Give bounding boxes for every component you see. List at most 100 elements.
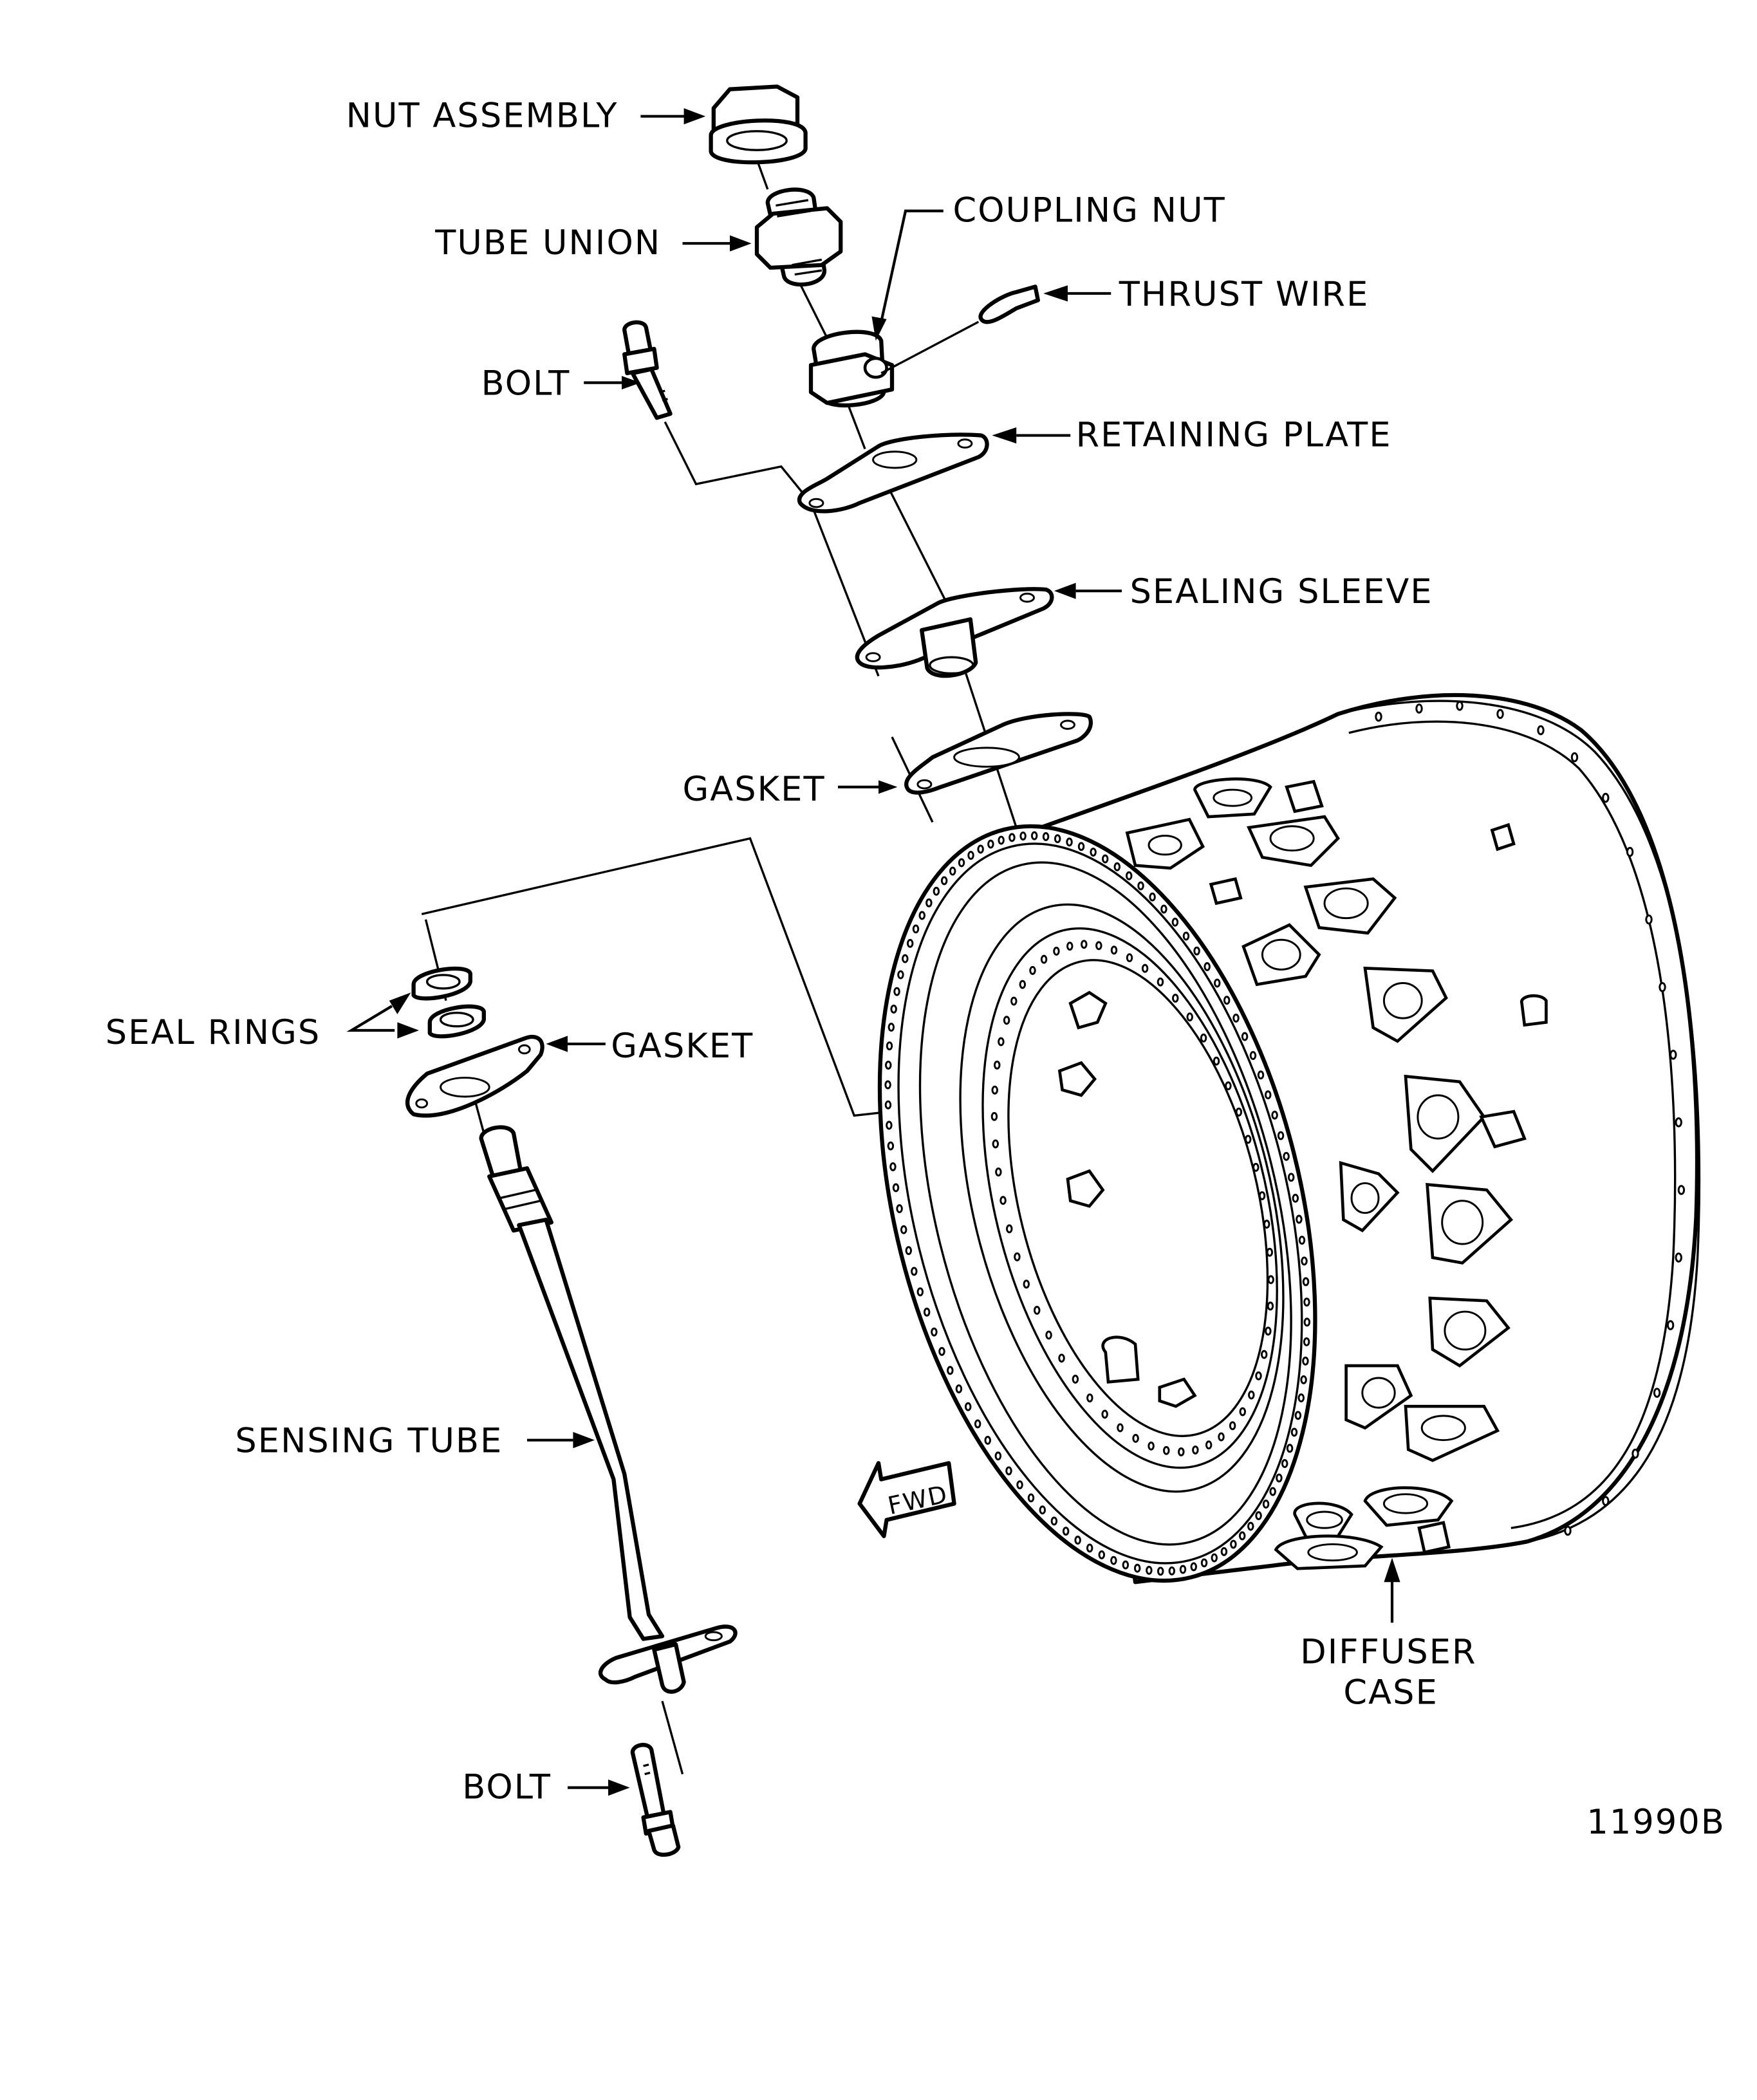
- sealing-sleeve-part[interactable]: [855, 587, 1054, 678]
- bolt-hole: [1054, 834, 1061, 844]
- bolt-hole: [1042, 832, 1050, 841]
- bolt-hole: [1229, 1421, 1236, 1431]
- bolt-hole: [1125, 871, 1133, 880]
- bolt-hole: [1276, 1473, 1283, 1483]
- nut-assembly-callout: NUT ASSEMBLY: [346, 96, 706, 136]
- lower-gasket-part[interactable]: [405, 1034, 544, 1118]
- bolt-hole: [1163, 1445, 1170, 1455]
- bolt-hole: [889, 1162, 897, 1171]
- bolt-hole: [886, 1041, 893, 1051]
- diffuser-case-label-line2: CASE: [1343, 1673, 1438, 1712]
- bolt-hole: [1225, 1081, 1232, 1091]
- bolt-hole: [1247, 1521, 1254, 1531]
- bolt-hole: [1267, 1275, 1274, 1285]
- sensing-tube-part[interactable]: [479, 1125, 738, 1694]
- bolt-hole: [1006, 1224, 1013, 1234]
- bolt-hole: [1023, 1279, 1030, 1289]
- seal-ring-part[interactable]: [427, 1004, 486, 1039]
- bolt-hole: [1287, 1173, 1295, 1182]
- bolt-hole: [1066, 837, 1073, 847]
- coupling-nut-callout: COUPLING NUT: [871, 191, 1226, 341]
- arrow-icon: [397, 1022, 419, 1039]
- coupling-nut-label: COUPLING NUT: [953, 191, 1226, 230]
- bolt-hole: [918, 911, 925, 920]
- bolt-hole: [1126, 953, 1133, 963]
- lower-bolt-part[interactable]: [630, 1743, 681, 1857]
- inner-boss: [1057, 990, 1197, 1408]
- bolt-hole: [999, 1196, 1007, 1205]
- retaining-plate-part[interactable]: [797, 432, 989, 514]
- coupling-nut-part[interactable]: [808, 330, 895, 408]
- bolt-hole: [902, 954, 909, 963]
- bolt-hole: [1302, 1356, 1309, 1366]
- small-fitting: [1209, 779, 1548, 1554]
- upper-bolt-part[interactable]: [622, 320, 673, 420]
- bolt-hole: [1117, 1423, 1124, 1433]
- bolt-hole: [925, 898, 933, 907]
- bolt-hole: [1230, 1539, 1237, 1549]
- external-mount-pad: [1125, 777, 1513, 1570]
- thrust-wire-part[interactable]: [880, 284, 1040, 375]
- bolt-hole: [1179, 1565, 1187, 1574]
- bolt-hole: [1053, 947, 1060, 956]
- bolt-hole: [1255, 1371, 1262, 1380]
- upper-gasket-callout: GASKET: [683, 770, 898, 809]
- bolt-hole: [958, 858, 965, 868]
- rear-flange-bolt-holes: [1375, 700, 1686, 1536]
- bolt-hole: [884, 1080, 891, 1090]
- bolt-hole: [1081, 940, 1088, 949]
- bolt-hole: [1186, 1012, 1193, 1022]
- upper-gasket-part[interactable]: [904, 712, 1093, 795]
- bolt-hole: [1266, 1247, 1274, 1257]
- seal-ring-part[interactable]: [411, 966, 472, 1001]
- bolt-hole: [1146, 1566, 1153, 1575]
- bolt-hole: [887, 1141, 895, 1151]
- bolt-hole: [1033, 1306, 1041, 1315]
- arrow-icon: [389, 992, 411, 1014]
- bolt-hole: [1086, 1393, 1093, 1403]
- diffuser-case-part[interactable]: [808, 692, 1701, 1626]
- bolt-hole: [1303, 1317, 1311, 1327]
- bolt-hole: [1062, 1527, 1070, 1536]
- bolt-hole: [1157, 1566, 1164, 1576]
- lower-gasket-callout: GASKET: [546, 1027, 752, 1066]
- bolt-hole: [1300, 1375, 1307, 1384]
- bolt-hole: [897, 970, 904, 980]
- seal-rings-label: SEAL RINGS: [106, 1013, 321, 1052]
- bolt-hole: [912, 924, 920, 934]
- bolt-hole: [893, 987, 900, 996]
- bolt-hole: [900, 1225, 907, 1234]
- bolt-hole: [911, 1267, 918, 1276]
- bolt-hole: [1172, 994, 1179, 1003]
- bolt-hole: [967, 851, 974, 860]
- bolt-hole: [991, 1085, 998, 1095]
- bolt-hole: [1122, 1560, 1130, 1570]
- tube-union-label: TUBE UNION: [434, 223, 661, 263]
- bolt-hole: [1190, 1562, 1198, 1572]
- bolt-hole: [940, 876, 948, 886]
- bolt-hole: [1137, 881, 1144, 891]
- lower-bolt-label: BOLT: [462, 1767, 552, 1807]
- nut-assembly-part[interactable]: [709, 84, 808, 165]
- bolt-hole: [1269, 1487, 1276, 1496]
- arrow-icon: [730, 235, 752, 252]
- thrust-wire-callout: THRUST WIRE: [1043, 275, 1368, 314]
- bolt-hole: [890, 1004, 897, 1014]
- bolt-hole: [1157, 977, 1164, 987]
- bolt-hole: [1077, 842, 1085, 851]
- bolt-hole: [1220, 1547, 1228, 1556]
- bolt-hole: [1019, 980, 1027, 989]
- tube-union-callout: TUBE UNION: [434, 223, 752, 263]
- arrow-icon: [879, 780, 898, 794]
- bolt-hole: [1014, 1252, 1021, 1261]
- bolt-hole: [933, 886, 940, 896]
- tube-union-part[interactable]: [754, 187, 843, 287]
- bolt-hole: [964, 1402, 972, 1411]
- bolt-hole: [1030, 831, 1038, 841]
- bolt-hole: [1171, 917, 1179, 927]
- bolt-hole: [1260, 1350, 1268, 1359]
- bolt-hole: [1072, 1375, 1079, 1384]
- bolt-hole: [1211, 1553, 1218, 1563]
- bolt-hole: [1016, 1480, 1023, 1490]
- bolt-hole: [974, 1419, 981, 1429]
